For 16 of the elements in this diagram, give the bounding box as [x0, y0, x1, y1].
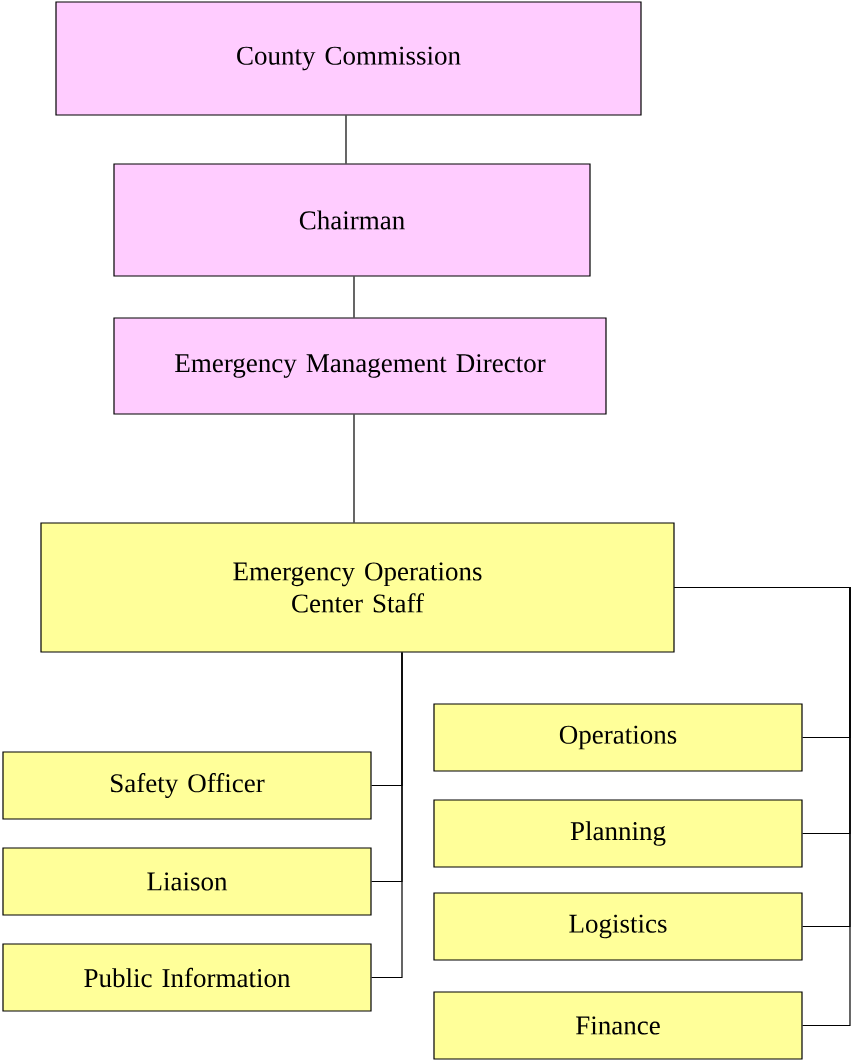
org-box: Liaison	[2, 847, 372, 916]
org-box: Logistics	[433, 892, 803, 961]
org-box: Public Information	[2, 943, 372, 1012]
connector-line	[345, 115, 347, 164]
org-box: County Commission	[55, 1, 642, 116]
org-box: Emergency Operations Center Staff	[40, 522, 675, 653]
connector-line	[371, 652, 403, 979]
org-box: Emergency Management Director	[113, 317, 607, 415]
org-box: Finance	[433, 991, 803, 1060]
org-box: Planning	[433, 799, 803, 868]
connector-line	[353, 414, 355, 523]
connector-line	[674, 586, 851, 1027]
org-box: Safety Officer	[2, 751, 372, 820]
org-box: Chairman	[113, 163, 591, 277]
org-box: Operations	[433, 703, 803, 772]
connector-line	[353, 276, 355, 318]
